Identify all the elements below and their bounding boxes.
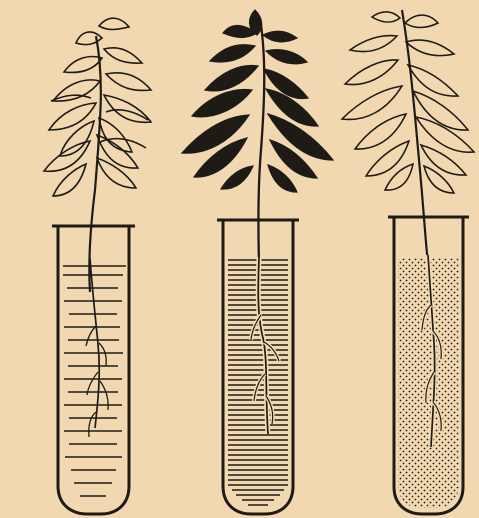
scene-svg xyxy=(0,0,479,518)
plant-test-tubes-illustration xyxy=(0,0,479,518)
